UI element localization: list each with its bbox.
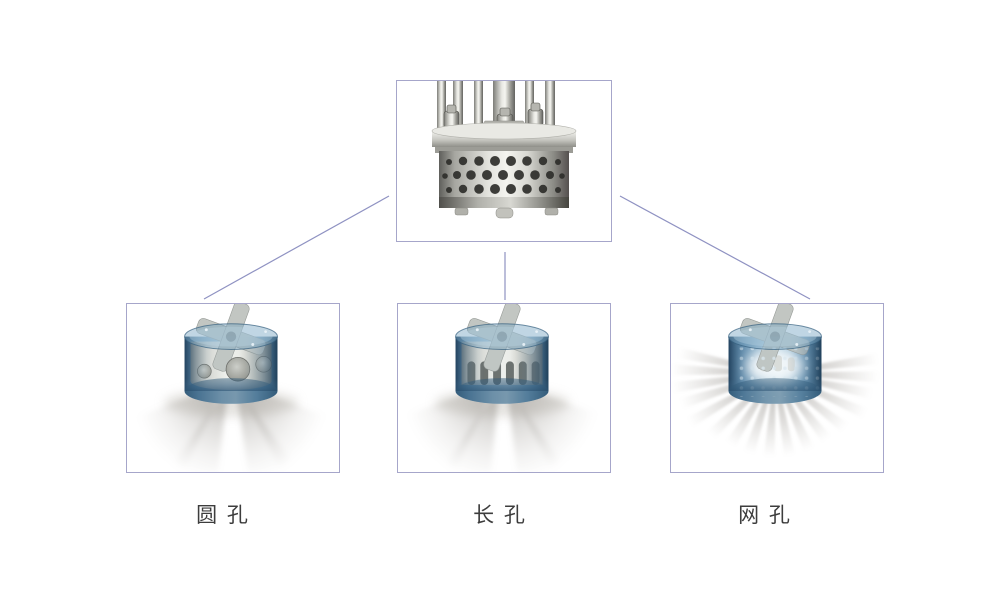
glass-overlay <box>728 323 822 404</box>
spray-cones <box>127 383 339 472</box>
homogenizer-head-photo <box>431 81 577 219</box>
connector-line-right <box>619 195 811 300</box>
top-flange <box>431 122 577 153</box>
round-hole-illustration <box>127 304 339 472</box>
node-homogenizer-head <box>396 80 612 242</box>
mesh-hole-illustration <box>671 304 879 458</box>
long-hole-illustration <box>398 304 610 472</box>
label-round-hole: 圆 孔 <box>196 504 250 527</box>
label-long-hole: 长 孔 <box>473 504 527 527</box>
bottom-rim <box>439 197 569 219</box>
glass-overlay <box>455 323 549 404</box>
node-round-hole <box>126 303 340 473</box>
spray-cones <box>398 383 610 472</box>
connector-line-left <box>203 195 390 300</box>
node-mesh-hole <box>670 303 884 473</box>
label-mesh-hole: 网 孔 <box>738 504 792 527</box>
glass-overlay <box>184 323 278 404</box>
hole-band <box>439 151 569 197</box>
node-long-hole <box>397 303 611 473</box>
